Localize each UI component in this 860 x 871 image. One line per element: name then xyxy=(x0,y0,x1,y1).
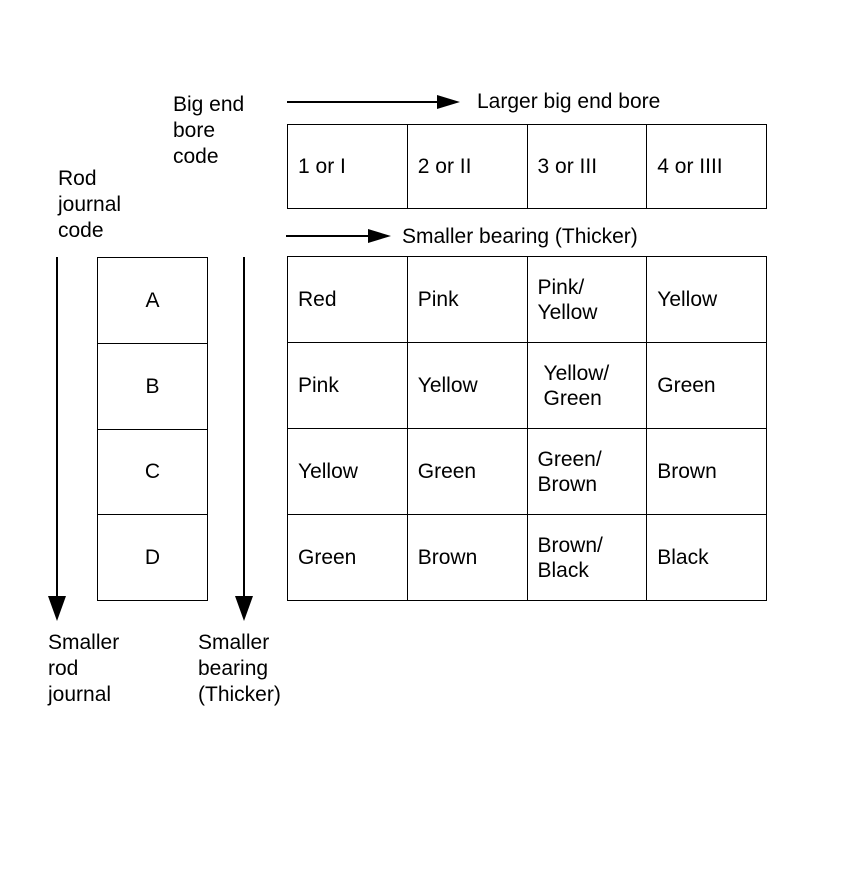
matrix-cell: Brown/ Black xyxy=(526,514,648,601)
table-row: C xyxy=(97,428,208,516)
matrix-cell: Pink xyxy=(287,342,408,429)
matrix-cell: Green xyxy=(406,428,528,515)
rod-journal-codes-table: A B C D xyxy=(97,257,208,601)
arrow-right-icon xyxy=(437,95,460,109)
arrow-line xyxy=(56,257,58,597)
smaller-bearing-vertical-label: Smaller bearing (Thicker) xyxy=(198,631,281,706)
rod-journal-code-label: Rod journal code xyxy=(58,167,122,242)
table-row: Green Brown Brown/ Black Black xyxy=(287,514,767,601)
table-row: Yellow Green Green/ Brown Brown xyxy=(287,428,767,515)
arrow-right-icon xyxy=(368,229,391,243)
header-cell: 2 or II xyxy=(406,124,528,209)
matrix-cell: Yellow xyxy=(646,256,767,343)
table-row: B xyxy=(97,342,208,430)
bore-code-header-table: 1 or I 2 or II 3 or III 4 or IIII xyxy=(287,124,767,209)
matrix-cell: Brown xyxy=(646,428,767,515)
row-code-cell: D xyxy=(97,514,208,601)
matrix-cell: Yellow/ Green xyxy=(526,342,648,429)
arrow-line xyxy=(287,101,437,103)
matrix-cell: Yellow xyxy=(406,342,528,429)
table-row: 1 or I 2 or II 3 or III 4 or IIII xyxy=(287,124,767,209)
header-cell: 4 or IIII xyxy=(646,124,767,209)
matrix-cell: Red xyxy=(287,256,408,343)
smaller-bearing-horizontal-label: Smaller bearing (Thicker) xyxy=(402,225,638,248)
table-row: Pink Yellow Yellow/ Green Green xyxy=(287,342,767,429)
bearing-color-matrix: Red Pink Pink/ Yellow Yellow Pink Yellow… xyxy=(287,256,767,601)
matrix-cell: Green/ Brown xyxy=(526,428,648,515)
table-row: A xyxy=(97,257,208,344)
smaller-rod-journal-label: Smaller rod journal xyxy=(48,631,120,706)
big-end-bore-code-label: Big end bore code xyxy=(173,93,245,168)
table-row: D xyxy=(97,514,208,601)
matrix-cell: Pink xyxy=(406,256,528,343)
table-row: Red Pink Pink/ Yellow Yellow xyxy=(287,256,767,343)
arrow-down-icon xyxy=(235,596,253,621)
row-code-cell: A xyxy=(97,257,208,344)
matrix-cell: Pink/ Yellow xyxy=(526,256,648,343)
header-cell: 1 or I xyxy=(287,124,408,209)
matrix-cell: Yellow xyxy=(287,428,408,515)
matrix-cell: Green xyxy=(646,342,767,429)
header-cell: 3 or III xyxy=(526,124,648,209)
larger-big-end-bore-label: Larger big end bore xyxy=(477,90,661,113)
row-code-cell: B xyxy=(97,342,208,430)
arrow-down-icon xyxy=(48,596,66,621)
arrow-line xyxy=(286,235,368,237)
matrix-cell: Brown xyxy=(406,514,528,601)
row-code-cell: C xyxy=(97,428,208,516)
matrix-cell: Black xyxy=(646,514,767,601)
matrix-cell: Green xyxy=(287,514,408,601)
arrow-line xyxy=(243,257,245,597)
